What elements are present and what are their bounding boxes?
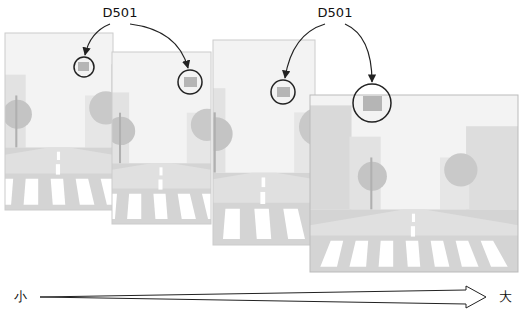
scale-label: 大 bbox=[499, 290, 512, 304]
sign-circle bbox=[74, 57, 391, 122]
sign bbox=[78, 62, 382, 111]
photo-frame bbox=[5, 33, 113, 210]
photo-frame bbox=[112, 52, 211, 224]
leader-arrow bbox=[85, 24, 372, 82]
callout-label: D501 bbox=[103, 6, 138, 20]
photo-4 bbox=[310, 95, 518, 272]
photo-frame bbox=[213, 40, 315, 245]
scale-label: 小 bbox=[14, 290, 27, 304]
photo-frame bbox=[310, 95, 518, 272]
size-scale-arrow bbox=[40, 286, 486, 308]
callout-label: D501 bbox=[318, 6, 353, 20]
